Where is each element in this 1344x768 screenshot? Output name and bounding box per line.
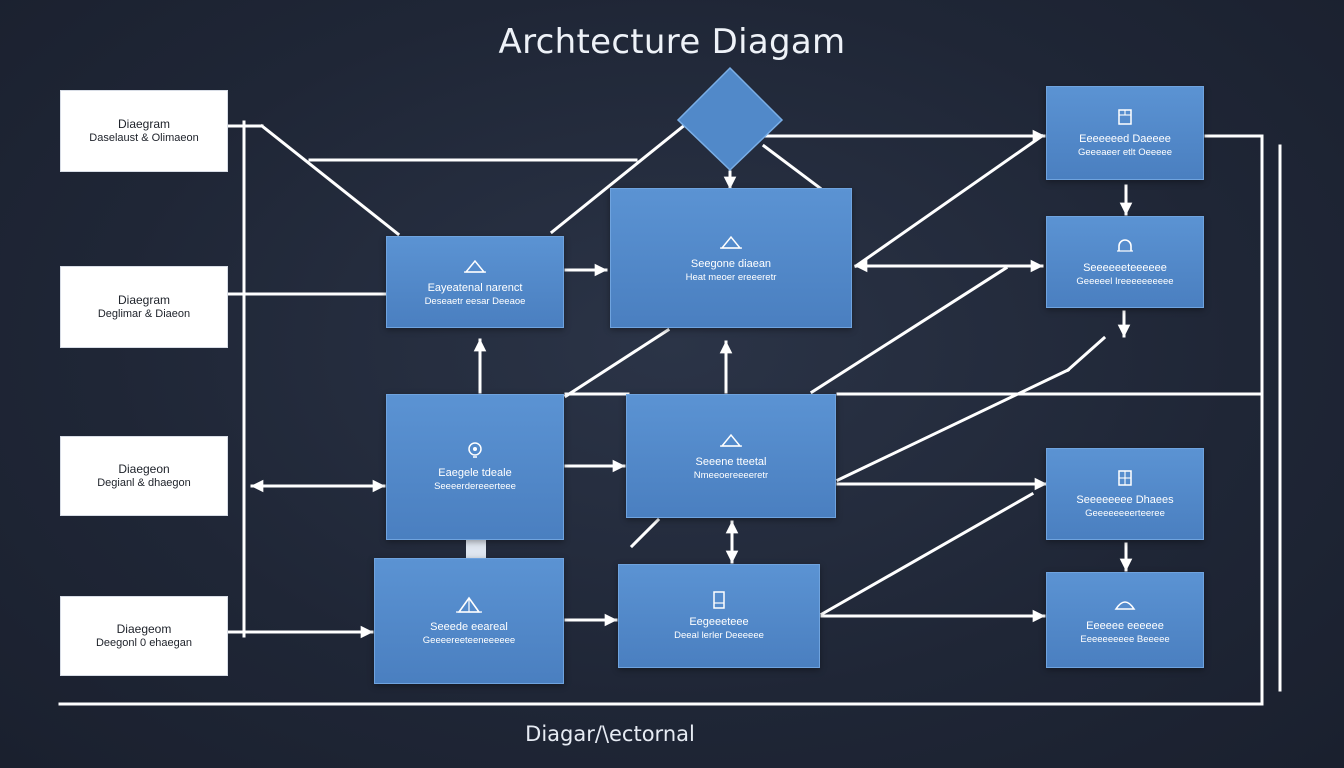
node-r1-subtitle: Geeeaeer etlt Oeeeee: [1077, 146, 1172, 158]
node-b3-title: Eaegele tdeale: [438, 466, 512, 479]
node-b4-subtitle: Nmeeoereeeeretr: [693, 469, 769, 481]
node-b4-title: Seeene tteetal: [695, 455, 767, 468]
left-box-4[interactable]: Diaegeom Deegonl 0 ehaegan: [60, 596, 228, 676]
triangle-icon: [464, 257, 486, 275]
node-r4-title: Eeeeee eeeeee: [1086, 619, 1164, 632]
dome-icon: [1117, 237, 1133, 255]
node-r1-title: Eeeeeeed Daeeee: [1079, 132, 1171, 145]
device-icon: [713, 590, 725, 609]
node-r1[interactable]: Eeeeeeed Daeeee Geeeaeer etlt Oeeeee: [1046, 86, 1204, 180]
left-box-3-subtitle: Degianl & dhaegon: [97, 477, 191, 489]
left-box-2-subtitle: Deglimar & Diaeon: [97, 308, 191, 320]
left-box-1-subtitle: Daselaust & Olimaeon: [89, 132, 199, 144]
bulb-icon: [467, 441, 483, 460]
left-box-2-title: Diaegram: [117, 293, 171, 307]
triangle-icon: [456, 596, 482, 614]
left-box-1-title: Diaegram: [117, 117, 171, 131]
node-b2[interactable]: Seegone diaean Heat meoer ereeeretr: [610, 188, 852, 328]
node-r3-title: Seeeeeeee Dhaees: [1076, 493, 1174, 506]
left-box-4-title: Diaegeom: [116, 622, 172, 636]
node-r4-subtitle: Eeeeeeeeee Beeeee: [1080, 633, 1170, 645]
left-box-1[interactable]: Diaegram Daselaust & Olimaeon: [60, 90, 228, 172]
left-box-3[interactable]: Diaegeon Degianl & dhaegon: [60, 436, 228, 516]
dome-icon: [1114, 595, 1136, 613]
page-title: Archtecture Diagam: [498, 22, 846, 62]
node-b1-title: Eayeatenal narenct: [427, 281, 523, 294]
node-b6-subtitle: Deeal lerler Deeeeee: [674, 629, 764, 641]
node-b2-subtitle: Heat meoer ereeeretr: [685, 271, 777, 283]
footer-caption: Diagar/\ectornal: [525, 722, 695, 746]
node-b1[interactable]: Eayeatenal narenct Deseaetr eesar Deeaoe: [386, 236, 564, 328]
node-b6[interactable]: Eegeeeteee Deeal lerler Deeeeee: [618, 564, 820, 668]
node-b1-subtitle: Deseaetr eesar Deeaoe: [424, 295, 526, 307]
node-r3-subtitle: Geeeeeeeerteeree: [1085, 507, 1165, 519]
node-r2[interactable]: Seeeeeeteeeeee Geeeeel Ireeeeeeeeee: [1046, 216, 1204, 308]
left-box-4-subtitle: Deegonl 0 ehaegan: [95, 637, 193, 649]
decision-diamond: [676, 66, 784, 172]
node-b5-title: Seeede eeareal: [430, 620, 508, 633]
node-r2-title: Seeeeeeteeeeee: [1083, 261, 1167, 274]
node-r2-subtitle: Geeeeel Ireeeeeeeeee: [1076, 275, 1174, 287]
triangle-icon: [720, 431, 742, 449]
node-b5-subtitle: Geeeereeteeneeeeee: [422, 634, 516, 646]
node-b6-title: Eegeeeteee: [689, 615, 749, 628]
triangle-icon: [720, 233, 742, 251]
node-r3[interactable]: Seeeeeeee Dhaees Geeeeeeeerteeree: [1046, 448, 1204, 540]
left-box-2[interactable]: Diaegram Deglimar & Diaeon: [60, 266, 228, 348]
left-box-3-title: Diaegeon: [118, 462, 170, 476]
grid-icon: [1118, 469, 1132, 487]
node-b2-title: Seegone diaean: [690, 257, 772, 270]
node-b3[interactable]: Eaegele tdeale Seeeerdereeerteee: [386, 394, 564, 540]
node-b4[interactable]: Seeene tteetal Nmeeoereeeeretr: [626, 394, 836, 518]
grid-icon: [1118, 108, 1132, 126]
node-r4[interactable]: Eeeeee eeeeee Eeeeeeeeee Beeeee: [1046, 572, 1204, 668]
node-b3-subtitle: Seeeerdereeerteee: [434, 480, 516, 492]
node-b5[interactable]: Seeede eeareal Geeeereeteeneeeeee: [374, 558, 564, 684]
